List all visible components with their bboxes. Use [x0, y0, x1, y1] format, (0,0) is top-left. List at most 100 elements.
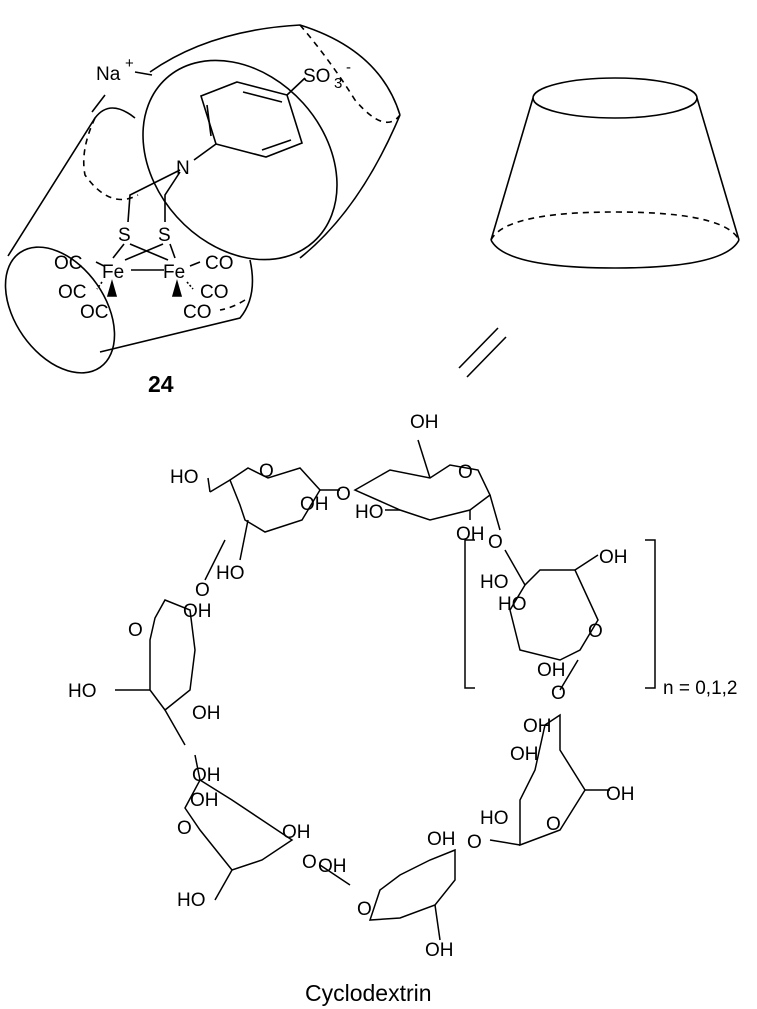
- iron-label-b: Fe: [163, 262, 185, 283]
- oh-label: OH: [300, 494, 329, 515]
- cone-left: [4, 107, 254, 374]
- oh-label: OH: [510, 744, 539, 765]
- ring-o-label: O: [128, 620, 143, 641]
- repeat-ch2oh: [574, 554, 599, 571]
- cone-right-wide-rim: [142, 59, 338, 261]
- equivalence-line-2: [466, 336, 507, 378]
- complex-24-group: [4, 24, 401, 374]
- sulfonate-charge: -: [346, 59, 351, 76]
- ho-label: HO: [498, 594, 527, 615]
- ho-label: HO: [480, 808, 509, 829]
- oh-label: OH: [425, 940, 454, 961]
- sodium-label: Na: [96, 64, 121, 85]
- repeat-bracket-right: [645, 539, 656, 689]
- unit-4-link: [489, 839, 521, 846]
- carbonyl-label-2: OC: [58, 282, 87, 303]
- fe-co-left-top: [95, 261, 105, 267]
- carbonyl-label-4: CO: [205, 253, 234, 274]
- unit-2-link: [489, 494, 501, 531]
- glycosidic-o-label: O: [488, 532, 503, 553]
- truncated-cone: [490, 77, 740, 269]
- carbonyl-label-1: OC: [54, 253, 83, 274]
- ring-o-label: O: [357, 899, 372, 920]
- unit-5-link: [319, 864, 351, 886]
- glucose-unit-repeat: [509, 569, 599, 661]
- benzene-hexagon: [200, 81, 303, 158]
- unit-1-down-link: [204, 539, 226, 581]
- cyclodextrin-labels: OH HO O OH O HO O OH HO O OH O HO OH O O…: [68, 412, 737, 1006]
- oh-label: OH: [427, 829, 456, 850]
- fe-co-right-top: [189, 261, 201, 267]
- n-s-bridge-right: [164, 171, 181, 222]
- benzene-double-3: [206, 104, 212, 137]
- fe-co-wedge-left: [106, 279, 118, 297]
- iron-label-a: Fe: [102, 262, 124, 283]
- cone-left-outline-top: [7, 107, 136, 257]
- cone-right-outline-bottom: [299, 114, 401, 259]
- repeat-label: n = 0,1,2: [663, 678, 737, 699]
- glycosidic-o-label: O: [467, 832, 482, 853]
- sulfur-label-a: S: [118, 225, 131, 246]
- ho-label: HO: [355, 502, 384, 523]
- glucose-unit-1: [229, 467, 321, 533]
- sulfonate-bond: [286, 77, 306, 96]
- oh-label: OH: [318, 856, 347, 877]
- cone-left-outline-bottom: [99, 259, 254, 353]
- fe-co-hash-left: [96, 281, 103, 290]
- benzene-double-2: [261, 139, 292, 151]
- cyclodextrin-caption: Cyclodextrin: [305, 980, 432, 1006]
- ring-o-label: O: [177, 818, 192, 839]
- cone-right-outline-top: [149, 24, 401, 116]
- fe2s2-core: [95, 243, 201, 297]
- repeat-bracket-left: [464, 539, 475, 689]
- repeat-top-link: [504, 549, 526, 586]
- benzene-ring: [193, 77, 306, 161]
- cone-left-narrow-rim-hidden: [82, 117, 139, 201]
- s-fe-bond-1: [112, 243, 125, 259]
- ho-label: HO: [216, 563, 245, 584]
- truncated-cone-top-rim: [532, 77, 698, 119]
- glucose-unit-5: [368, 848, 456, 921]
- ring-o-label: O: [546, 814, 561, 835]
- truncated-cone-bottom-front: [490, 239, 740, 269]
- oh-label: OH: [183, 601, 212, 622]
- sulfur-label-b: S: [158, 225, 171, 246]
- oh-label: OH: [192, 703, 221, 724]
- fe-co-hash-right: [186, 281, 194, 290]
- oh-label: OH: [282, 822, 311, 843]
- unit-5-ch2oh: [434, 904, 441, 941]
- glucose-unit-6: [184, 778, 294, 871]
- oh-label: OH: [599, 547, 628, 568]
- sodium-to-cone-bond: [134, 71, 153, 76]
- unit-2-ch2oh: [417, 439, 431, 479]
- benzene-double-1: [242, 91, 283, 103]
- carbonyl-label-6: CO: [183, 302, 212, 323]
- glycosidic-o-label: O: [302, 852, 317, 873]
- carbonyl-label-3: OC: [80, 302, 109, 323]
- sulfonate-subscript: 3: [334, 75, 342, 92]
- sulfonate-label: SO: [303, 66, 330, 87]
- glycosidic-o-label: O: [195, 580, 210, 601]
- ho-label: HO: [170, 467, 199, 488]
- oh-label: OH: [190, 790, 219, 811]
- aryl-n-bond: [193, 143, 217, 161]
- equivalence-sign: [458, 327, 507, 378]
- ring-o-label: O: [259, 461, 274, 482]
- ho-label: HO: [480, 572, 509, 593]
- cone-right-narrow-rim-hidden: [299, 24, 401, 124]
- ring-o-label: O: [588, 621, 603, 642]
- glycosidic-o-label: O: [336, 484, 351, 505]
- ring-o-label: O: [458, 462, 473, 483]
- glucose-unit-2: [353, 464, 491, 521]
- oh-label: OH: [410, 412, 439, 433]
- unit-6-link: [194, 754, 201, 781]
- sodium-link-bond: [91, 94, 106, 113]
- equivalence-line-1: [458, 327, 499, 369]
- complex-24-labels: Na + SO 3 - N S S Fe Fe OC OC OC CO CO C…: [54, 55, 351, 397]
- s-fe-bond-2: [129, 243, 169, 261]
- oh-label: OH: [523, 716, 552, 737]
- n-s-bridge-left: [127, 169, 181, 223]
- ho-label: HO: [68, 681, 97, 702]
- unit-7-link: [164, 709, 186, 746]
